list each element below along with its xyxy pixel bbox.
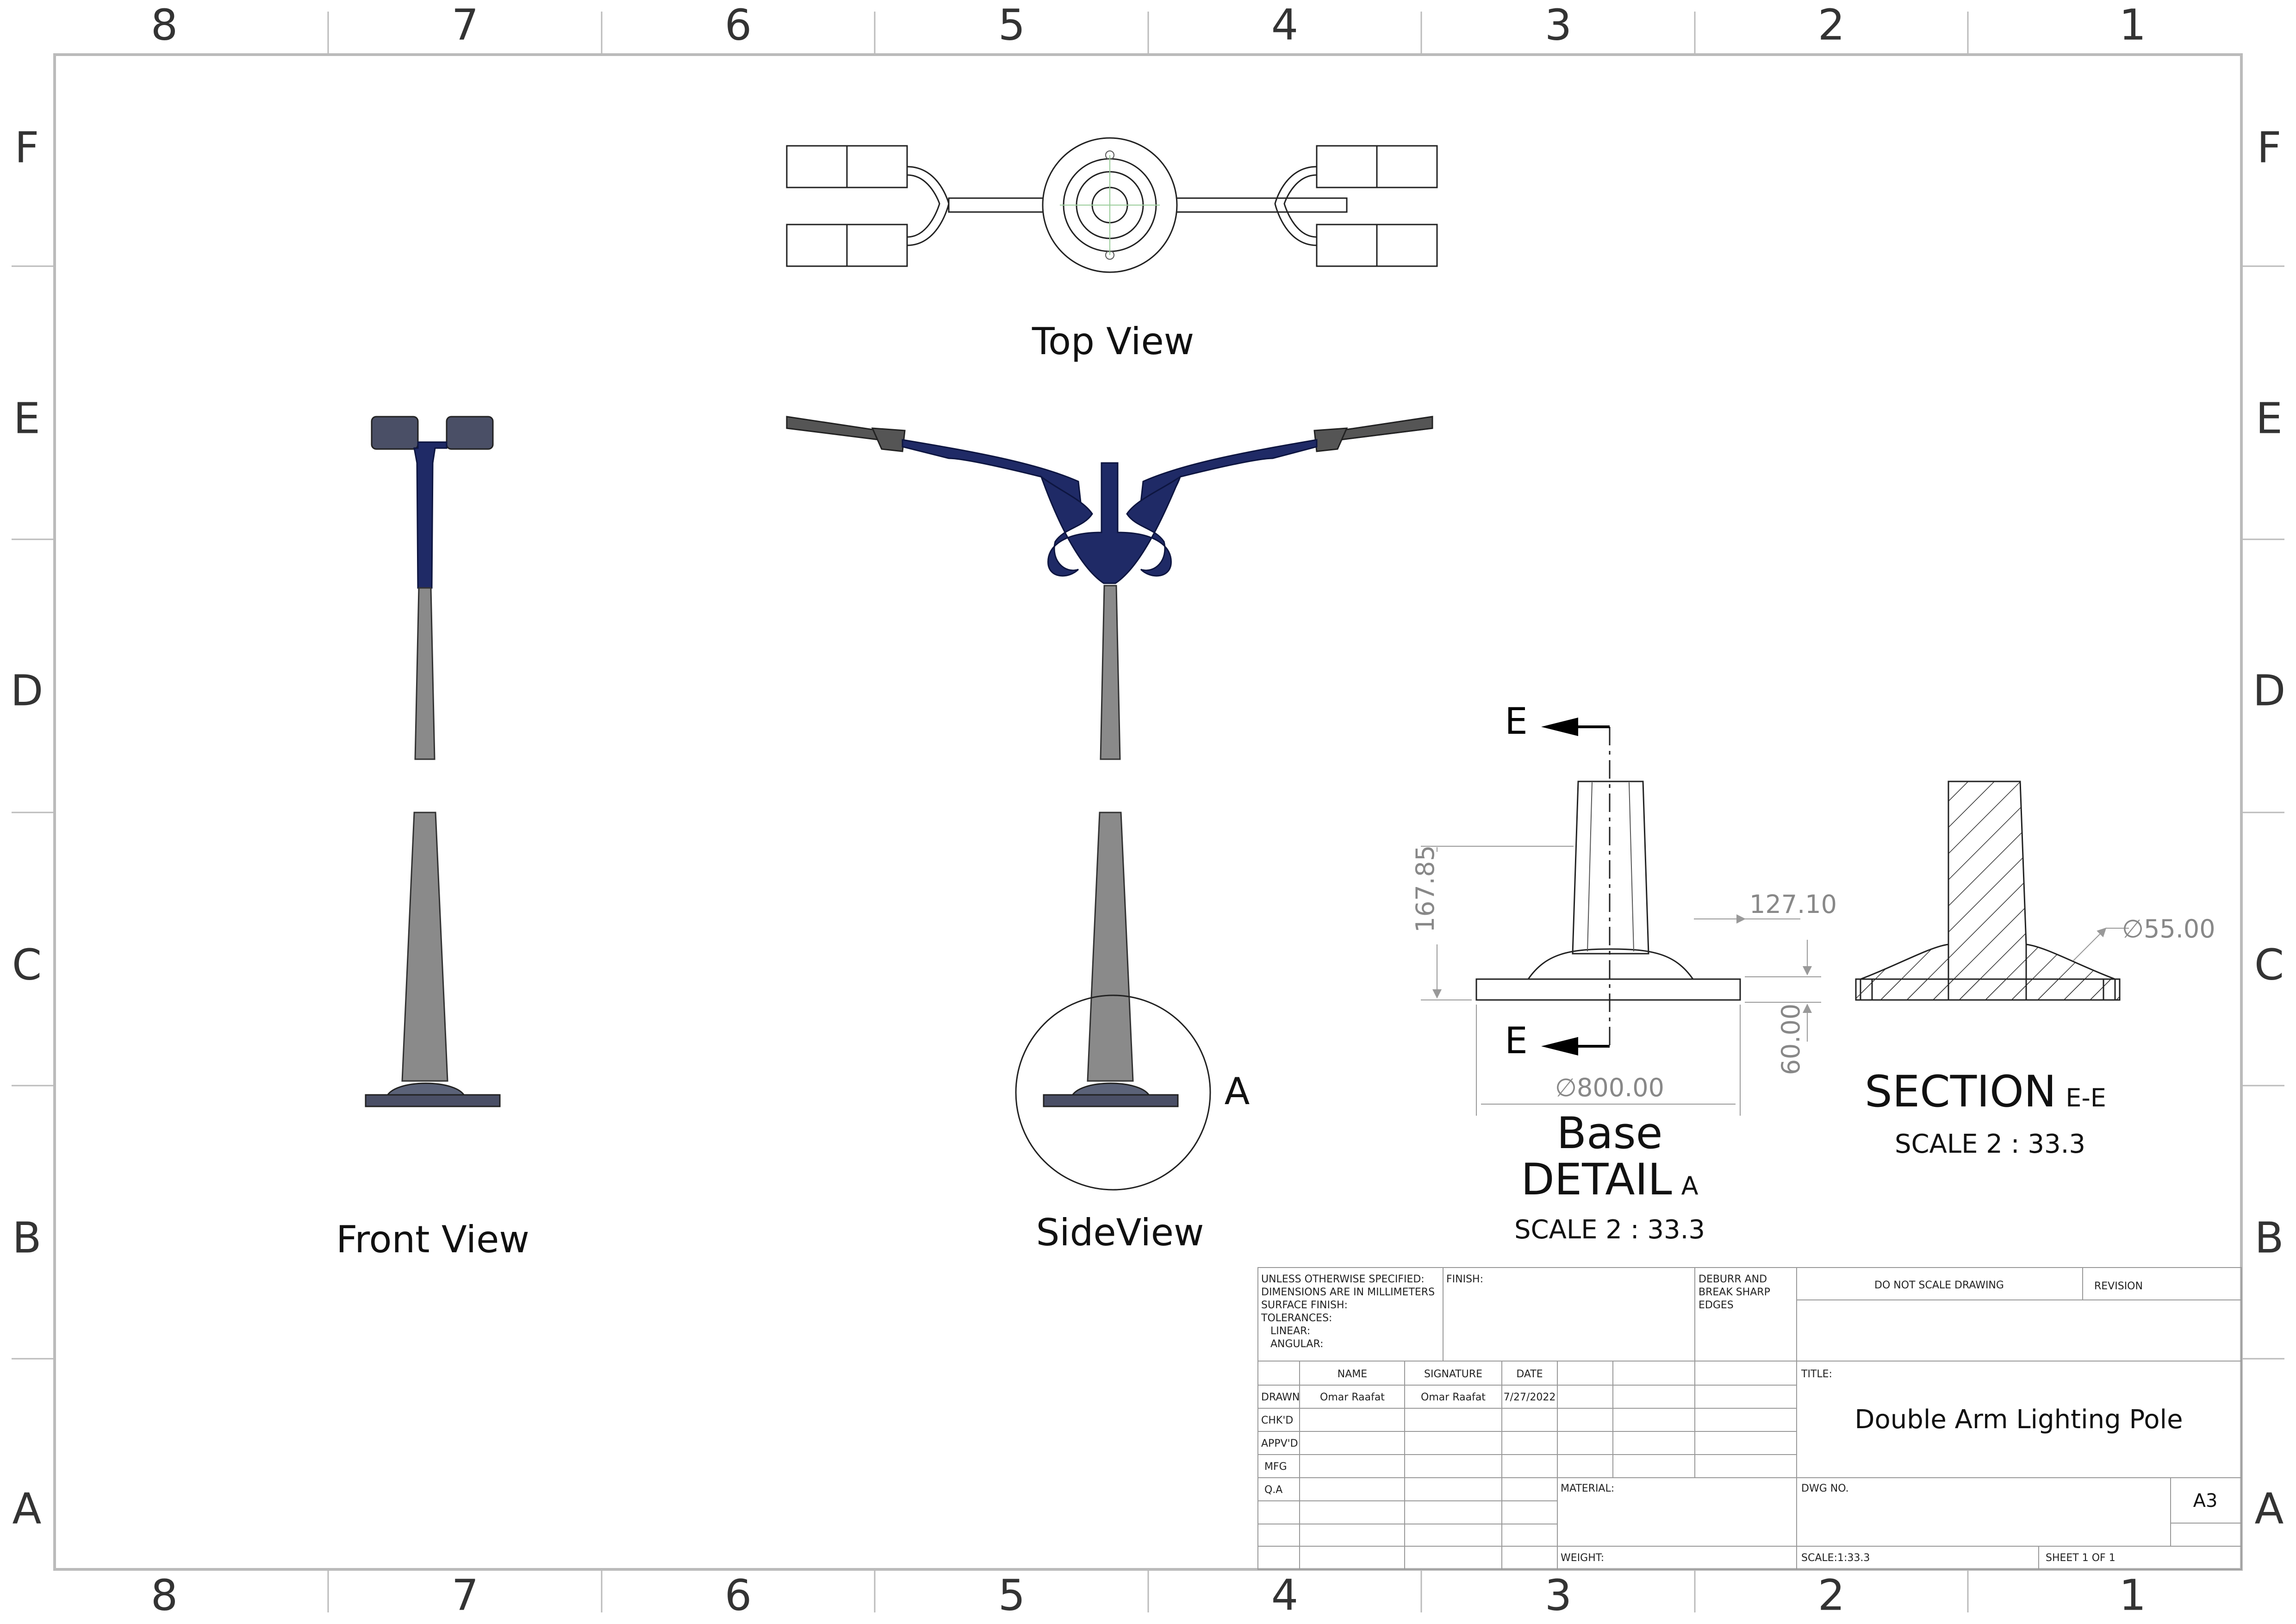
zone-ticks — [12, 12, 2284, 1612]
zone-col-8: 8 — [151, 0, 178, 50]
zone-col-8: 8 — [151, 1570, 178, 1620]
cut-marker-top: E — [1505, 701, 1527, 743]
unless-line-4: TOLERANCES: — [1261, 1312, 1332, 1324]
unless-line-1: UNLESS OTHERWISE SPECIFIED: — [1261, 1274, 1425, 1285]
detail-title-base: Base — [1557, 1108, 1663, 1159]
sheet-size: A3 — [2193, 1490, 2218, 1512]
zone-row-e: E — [13, 394, 40, 443]
section-e-e — [1855, 781, 2129, 1001]
do-not-scale: DO NOT SCALE DRAWING — [1874, 1280, 2004, 1291]
zone-col-2: 2 — [1818, 1570, 1845, 1620]
detail-scale: SCALE 2 : 33.3 — [1514, 1215, 1705, 1245]
top-view — [786, 137, 1438, 273]
zone-row-c: C — [2254, 940, 2284, 989]
drawn-signature: Omar Raafat — [1421, 1392, 1486, 1403]
zone-labels-top: 8 7 6 5 4 3 2 1 — [151, 0, 2147, 50]
zone-col-5: 5 — [998, 0, 1026, 50]
dim-thickness: 60.00 — [1776, 1004, 1805, 1075]
dwg-no-label: DWG NO. — [1801, 1483, 1849, 1494]
side-view-label: SideView — [1036, 1211, 1204, 1254]
title-block-text: UNLESS OTHERWISE SPECIFIED: DIMENSIONS A… — [1261, 1274, 2217, 1564]
zone-col-5: 5 — [998, 1570, 1026, 1620]
col-date: DATE — [1516, 1368, 1543, 1380]
zone-col-4: 4 — [1271, 0, 1299, 50]
material-label: MATERIAL: — [1561, 1483, 1614, 1494]
row-chkd: CHK'D — [1261, 1415, 1293, 1426]
zone-col-4: 4 — [1271, 1570, 1299, 1620]
drawing-border — [53, 53, 2243, 1571]
unless-line-5: LINEAR: — [1270, 1325, 1310, 1337]
deburr-line-2: BREAK SHARP — [1699, 1287, 1770, 1298]
zone-col-1: 1 — [2119, 0, 2147, 50]
drawn-name: Omar Raafat — [1320, 1392, 1385, 1403]
row-drawn: DRAWN — [1261, 1392, 1300, 1403]
zone-col-7: 7 — [452, 0, 479, 50]
dim-diameter: ∅800.00 — [1555, 1073, 1664, 1102]
deburr-line-3: EDGES — [1699, 1299, 1734, 1311]
detail-a-base — [1421, 718, 1821, 1116]
row-appvd: APPV'D — [1261, 1438, 1298, 1449]
side-view — [786, 416, 1433, 1191]
col-name: NAME — [1338, 1368, 1367, 1380]
dim-height: 167.85 — [1411, 845, 1440, 933]
zone-col-3: 3 — [1545, 0, 1572, 50]
front-view — [365, 416, 501, 1107]
scale-label: SCALE:1:33.3 — [1801, 1552, 1870, 1564]
zone-labels-bottom: 8 7 6 5 4 3 2 1 — [151, 1570, 2147, 1620]
zone-col-6: 6 — [725, 0, 752, 50]
zone-row-f: F — [15, 123, 39, 172]
zone-col-6: 6 — [725, 1570, 752, 1620]
zone-row-d: D — [11, 666, 44, 715]
weight-label: WEIGHT: — [1561, 1552, 1604, 1564]
zone-row-f: F — [2257, 123, 2282, 172]
detail-callout-label: A — [1225, 1070, 1250, 1113]
col-signature: SIGNATURE — [1424, 1368, 1482, 1380]
cut-marker-bottom: E — [1505, 1020, 1527, 1062]
zone-row-e: E — [2256, 394, 2283, 443]
drawn-date: 7/27/2022 — [1504, 1392, 1556, 1403]
finish-label: FINISH: — [1446, 1274, 1483, 1285]
revision-label: REVISION — [2094, 1280, 2143, 1292]
row-qa: Q.A — [1264, 1484, 1282, 1496]
zone-col-2: 2 — [1818, 0, 1845, 50]
deburr-line-1: DEBURR AND — [1699, 1274, 1767, 1285]
zone-col-1: 1 — [2119, 1570, 2147, 1620]
zone-row-d: D — [2253, 666, 2286, 715]
section-scale: SCALE 2 : 33.3 — [1895, 1129, 2085, 1159]
unless-line-3: SURFACE FINISH: — [1261, 1299, 1348, 1311]
zone-labels-right: F E D C B A — [2253, 123, 2286, 1533]
zone-row-b: B — [2254, 1213, 2284, 1262]
drawing-title: Double Arm Lighting Pole — [1854, 1405, 2183, 1435]
zone-labels-left: F E D C B A — [11, 123, 44, 1533]
dim-width: 127.10 — [1749, 890, 1837, 919]
zone-col-7: 7 — [452, 1570, 479, 1620]
section-diameter: ∅55.00 — [2122, 914, 2215, 943]
unless-line-2: DIMENSIONS ARE IN MILLIMETERS — [1261, 1287, 1435, 1298]
front-view-label: Front View — [336, 1218, 529, 1261]
zone-col-3: 3 — [1545, 1570, 1572, 1620]
zone-row-c: C — [12, 940, 42, 989]
title-label: TITLE: — [1801, 1368, 1832, 1380]
top-view-label: Top View — [1032, 320, 1194, 363]
zone-row-a: A — [12, 1484, 42, 1533]
unless-line-6: ANGULAR: — [1270, 1338, 1324, 1350]
title-block — [1257, 1267, 2242, 1570]
row-mfg: MFG — [1264, 1461, 1287, 1473]
sheet-label: SHEET 1 OF 1 — [2046, 1552, 2116, 1564]
zone-row-a: A — [2255, 1484, 2284, 1533]
zone-row-b: B — [12, 1213, 41, 1262]
